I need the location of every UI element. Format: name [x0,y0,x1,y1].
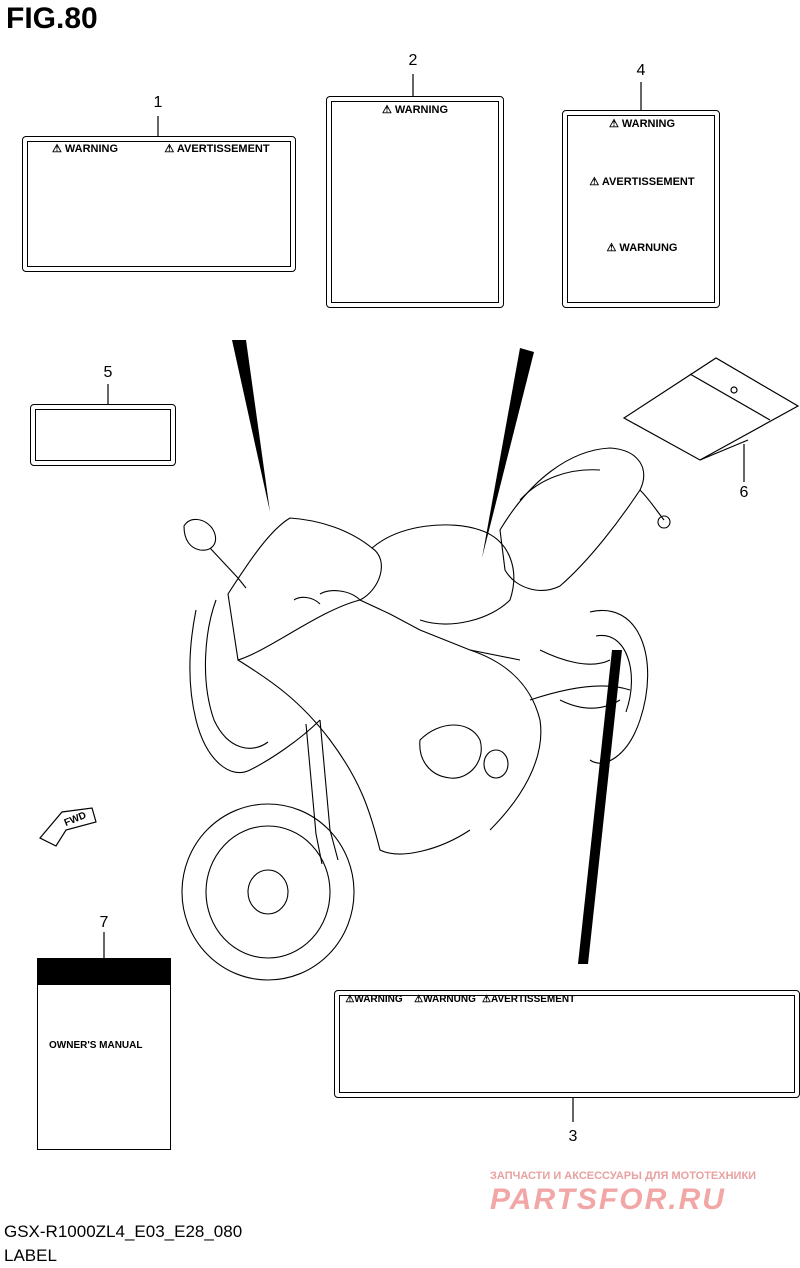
label4-header-avertissement: ⚠ AVERTISSEMENT [589,176,695,188]
label3-header-avertissement: ⚠AVERTISSEMENT [482,994,576,1005]
owners-manual [37,958,171,1150]
manual-cover-band [38,959,170,985]
callout-5: 5 [103,364,113,381]
callout-3: 3 [568,1128,578,1145]
label3-header-warnung: ⚠WARNUNG [414,994,476,1005]
callout-6: 6 [739,484,749,501]
figure-title: FIG.80 [6,2,98,35]
watermark-tagline: ЗАПЧАСТИ И АКСЕССУАРЫ ДЛЯ МОТОТЕХНИКИ [490,1170,757,1182]
label2-header-warning: ⚠ WARNING [381,104,449,116]
watermark-brand: PARTSFOR.RU [490,1183,726,1216]
label3-header-warning: ⚠WARNING [345,994,403,1005]
figure-name: LABEL [4,1246,57,1265]
label-1-warning-bilingual [22,136,296,272]
callout-7: 7 [99,914,109,931]
figure-code: GSX-R1000ZL4_E03_E28_080 [4,1222,243,1241]
fwd-arrow-icon [39,807,97,847]
pointer-wedges [232,340,622,964]
label-3-multi-language [334,990,800,1098]
label4-header-warning: ⚠ WARNING [608,118,676,130]
callout-1: 1 [153,94,163,111]
manual-title: OWNER'S MANUAL [49,1040,143,1051]
motorcycle-outline [181,447,671,981]
label-2-warning [326,96,504,308]
callout-4: 4 [636,62,646,79]
label-5 [30,404,176,466]
callout-2: 2 [408,52,418,69]
label1-header-warning: ⚠ WARNING [51,143,119,155]
label4-header-warnung: ⚠ WARNUNG [606,242,678,254]
item6-tag [622,357,800,461]
label1-header-avertissement: ⚠ AVERTISSEMENT [164,143,270,155]
label-4-warning-trilingual [562,110,720,308]
